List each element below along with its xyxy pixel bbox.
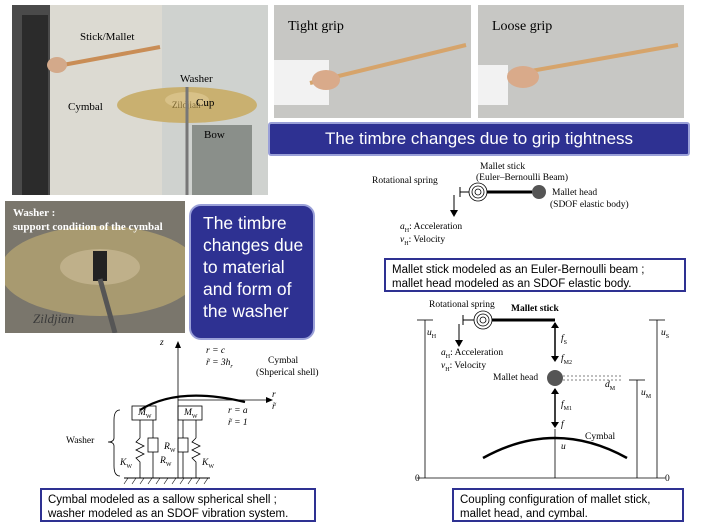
- washer-photo: Zildjian Washer : support condition of t…: [5, 201, 185, 333]
- washer-banner-line5: the washer: [203, 301, 289, 321]
- coupling-uH-label: uH: [427, 328, 437, 340]
- stick-mallet-head-label: Mallet head: [552, 188, 598, 198]
- cymbal-rw-left-label: RW: [160, 456, 172, 468]
- cymbal-shell-label: (Shperical shell): [256, 368, 319, 378]
- cymbal-r-axis-label: r: [272, 390, 276, 400]
- label-cup: Cup: [196, 97, 215, 109]
- coupling-svg: [417, 310, 665, 479]
- coupling-spiral-icon: [473, 310, 493, 330]
- setup-photo-drawing: Zildjian: [12, 5, 268, 195]
- washer-banner-line2: changes due: [203, 235, 304, 255]
- coupling-mallet-head-label: Mallet head: [493, 373, 539, 383]
- label-washer: Washer: [180, 73, 213, 85]
- washer-photo-drawing: Zildjian: [5, 201, 185, 333]
- stick-model-svg: [450, 182, 546, 217]
- mallet-head-ball: [532, 185, 546, 199]
- loose-grip-photo: Loose grip: [478, 5, 684, 118]
- stick-sdof-label: (SDOF elastic body): [550, 200, 629, 210]
- stick-rotational-spring-label: Rotational spring: [372, 176, 438, 186]
- washer-banner: The timbre changes due to material and f…: [189, 204, 315, 340]
- washer-photo-subtitle: support condition of the cymbal: [13, 221, 163, 233]
- stick-accel-label: aH: Acceleration: [400, 222, 463, 234]
- cymbal-model-svg: [107, 341, 273, 485]
- stick-beam-label: (Euler–Bernoulli Beam): [476, 173, 569, 183]
- cymbal-r-eq-a-label: r = a: [228, 406, 248, 416]
- coupling-accel-label: aH: Acceleration: [441, 348, 504, 360]
- coupling-fM1-label: fM1: [561, 400, 572, 412]
- tight-grip-photo: Tight grip: [274, 5, 471, 118]
- loose-grip-drawing: [478, 5, 684, 118]
- washer-photo-title: Washer :: [13, 207, 56, 219]
- coupling-uS-label: uS: [661, 328, 670, 340]
- cymbal-title-label: Cymbal: [268, 356, 299, 366]
- cymbal-rt-eq-label: r̃ = 3hr: [206, 358, 233, 370]
- tight-grip-drawing: [274, 5, 471, 118]
- stick-mallet-stick-label: Mallet stick: [480, 162, 526, 172]
- washer-banner-line3: to material: [203, 257, 285, 277]
- tight-grip-label: Tight grip: [288, 19, 344, 34]
- coupling-fM2-label: fM2: [561, 354, 572, 366]
- label-stick: Stick/Mallet: [80, 31, 135, 43]
- cymbal-rt-axis-label: r̃: [272, 402, 276, 412]
- coupling-diagram: Rotational spring Mallet stick Mallet he…: [395, 298, 690, 488]
- coupling-dM-label: dM: [605, 380, 616, 392]
- coupling-caption-line1: Coupling configuration of mallet stick,: [460, 494, 651, 506]
- cymbal-rt-eq-1-label: r̃ = 1: [228, 418, 248, 428]
- washer-banner-line1: The timbre: [203, 213, 287, 233]
- coupling-fS-label: fS: [561, 334, 567, 346]
- stick-vel-label: vH: Velocity: [400, 235, 446, 247]
- cymbal-rw-right-label: RW: [164, 442, 176, 454]
- cymbal-caption: Cymbal modeled as a sallow spherical she…: [40, 488, 316, 522]
- cymbal-z-label: z: [160, 338, 164, 348]
- coupling-vel-label: vH: Velocity: [441, 361, 487, 373]
- spiral-icon: [468, 182, 488, 202]
- cymbal-r-eq-c-label: r = c: [206, 346, 226, 356]
- coupling-caption: Coupling configuration of mallet stick, …: [452, 488, 684, 522]
- loose-grip-label: Loose grip: [492, 19, 553, 34]
- washer-banner-line4: and form of: [203, 279, 292, 299]
- coupling-zero-right: 0: [665, 474, 670, 484]
- cymbal-mw-right-label: MW: [184, 408, 198, 420]
- grip-banner: The timbre changes due to grip tightness: [268, 122, 690, 156]
- svg-text:Zildjian: Zildjian: [33, 311, 74, 326]
- cymbal-kw-right-label: KW: [202, 458, 215, 470]
- coupling-mallet-stick-label: Mallet stick: [511, 304, 559, 314]
- stick-caption-line2: mallet head modeled as an SDOF elastic b…: [392, 278, 632, 290]
- stick-model-diagram: Rotational spring Mallet stick (Euler–Be…: [370, 160, 690, 255]
- coupling-f-label: f: [561, 420, 564, 430]
- stick-caption: Mallet stick modeled as an Euler-Bernoul…: [384, 258, 686, 292]
- cymbal-caption-line1: Cymbal modeled as a sallow spherical she…: [48, 494, 277, 506]
- label-bow: Bow: [204, 129, 225, 141]
- cymbal-model-diagram: z r = c r̃ = 3hr Cymbal (Shperical shell…: [60, 338, 380, 488]
- grip-banner-text: The timbre changes due to grip tightness: [324, 129, 634, 148]
- coupling-mallet-head-ball: [547, 370, 563, 386]
- coupling-zero-left: 0: [415, 474, 420, 484]
- cymbal-washer-label: Washer: [66, 436, 95, 446]
- coupling-cymbal-label: Cymbal: [585, 432, 616, 442]
- cymbal-caption-line2: washer modeled as an SDOF vibration syst…: [48, 508, 289, 520]
- cymbal-kw-left-label: KW: [120, 458, 133, 470]
- setup-photo: Zildjian Stick/Mallet Washer Cup Cymbal …: [12, 5, 268, 195]
- coupling-u-label: u: [561, 442, 566, 452]
- coupling-rotational-spring-label: Rotational spring: [429, 300, 495, 310]
- stick-caption-line1: Mallet stick modeled as an Euler-Bernoul…: [392, 264, 645, 276]
- label-cymbal: Cymbal: [68, 101, 103, 113]
- coupling-uM-label: uM: [641, 388, 652, 400]
- coupling-caption-line2: mallet head, and cymbal.: [460, 508, 588, 520]
- cymbal-mw-left-label: MW: [138, 408, 152, 420]
